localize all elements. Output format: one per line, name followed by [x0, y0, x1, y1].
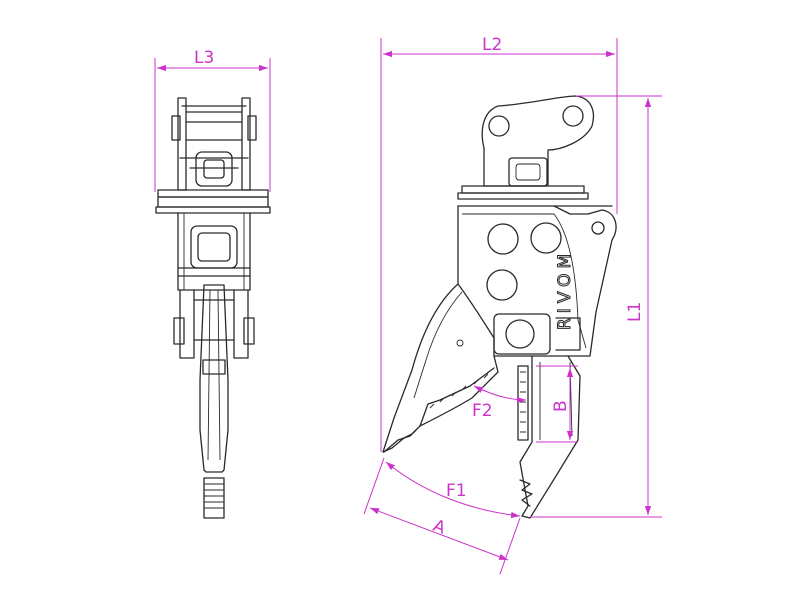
front-blade-insert-holes [520, 371, 526, 433]
side-bracket-crossbars [181, 105, 247, 141]
side-arm-pin-right [243, 317, 255, 345]
side-swivel-housing [195, 151, 233, 187]
dimension-b-label: B [551, 400, 571, 412]
front-top-bracket [481, 95, 595, 187]
side-jaw-hub [202, 359, 226, 375]
front-cylinder-top-right [530, 222, 562, 254]
front-lower-jaw [519, 355, 581, 519]
brand-lettering: RIVOM [555, 249, 575, 330]
side-body-outline [177, 212, 251, 291]
dimension-a-extension-lines [363, 457, 521, 575]
side-view [155, 97, 271, 519]
side-bracket-right-plate [241, 97, 251, 191]
front-flange-top [461, 185, 585, 194]
dimension-l3-extension-lines [154, 58, 271, 192]
dimension-l1-extension-lines [530, 95, 662, 518]
front-upper-jaw [382, 283, 499, 453]
front-pin-hole-right [562, 105, 584, 127]
side-flange-bottom [155, 206, 271, 214]
dimension-lines: L3 L2 L1 B F2 F1 A [154, 35, 662, 575]
front-upper-jaw-tip [383, 429, 417, 453]
front-cylinder-middle [486, 269, 518, 301]
front-upper-jaw-teeth [429, 373, 489, 409]
side-arm-pin-left [173, 317, 185, 345]
front-side-plate [555, 317, 581, 351]
dimension-l2-label: L2 [482, 35, 502, 55]
front-motor-housing [493, 313, 551, 355]
dimension-f2-arc [473, 385, 527, 404]
front-upper-jaw-inner [413, 291, 463, 399]
front-swivel-inner [515, 163, 541, 181]
side-flange-middle [157, 196, 269, 208]
side-bracket-lines [179, 157, 249, 169]
front-flange-bottom [457, 192, 589, 200]
dimension-b-extension-lines [536, 365, 578, 443]
dimension-a-label: A [430, 516, 448, 539]
side-arm-left [179, 289, 195, 359]
side-jaw-teeth [204, 483, 224, 509]
dimension-l2-extension-lines [380, 38, 618, 452]
dimension-l3-label: L3 [194, 48, 214, 68]
dimension-f2-label: F2 [472, 401, 493, 421]
front-blade-insert [517, 365, 529, 441]
front-main-body [457, 205, 617, 357]
side-pin-left [171, 115, 181, 141]
front-lower-jaw-teeth [519, 479, 533, 507]
front-swivel-block [508, 157, 548, 187]
front-upper-jaw-bolt [456, 339, 464, 347]
side-arm-cross [193, 299, 235, 341]
side-pin-right [247, 115, 257, 141]
side-jaw-blade [199, 284, 229, 473]
front-motor-shaft [505, 319, 535, 349]
side-jaw-tip [203, 477, 225, 519]
side-jaw-blade-inner [207, 289, 221, 461]
front-cylinder-top-left [487, 223, 519, 255]
dimension-f1-label: F1 [446, 481, 467, 501]
front-pin-hole-left [488, 115, 510, 137]
side-arm-right [233, 289, 249, 359]
side-bracket-left-plate [177, 97, 187, 191]
dimension-l1-label: L1 [625, 302, 645, 322]
side-body-inner-lines [183, 213, 245, 290]
front-grease-point [591, 221, 605, 235]
front-view: RIVOM [382, 95, 617, 519]
side-swivel-core [203, 159, 225, 179]
side-body-lines-lower [177, 267, 251, 277]
front-body-inner-line [462, 213, 587, 349]
dimension-a-line [369, 507, 509, 561]
side-flange-top [157, 189, 269, 198]
side-motor-core [197, 232, 231, 262]
